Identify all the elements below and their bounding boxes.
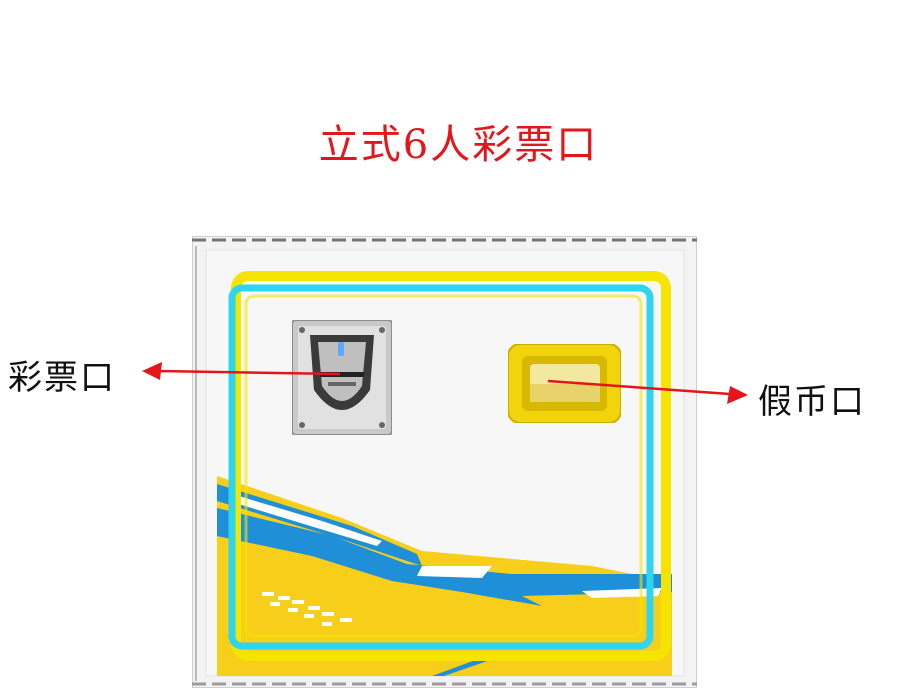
page-title: 立式6人彩票口 [318,122,599,168]
fake-coin-port-arrowhead [727,386,748,404]
ticket-dispenser-icon [292,320,392,435]
ticket-port-arrowhead [142,362,162,380]
ticket-port-label: 彩票口 [8,358,116,398]
decor-stripes [217,476,672,676]
coin-return-slot-icon [508,344,621,423]
machine-panel [192,236,697,688]
fake-coin-port-label: 假币口 [758,382,866,422]
